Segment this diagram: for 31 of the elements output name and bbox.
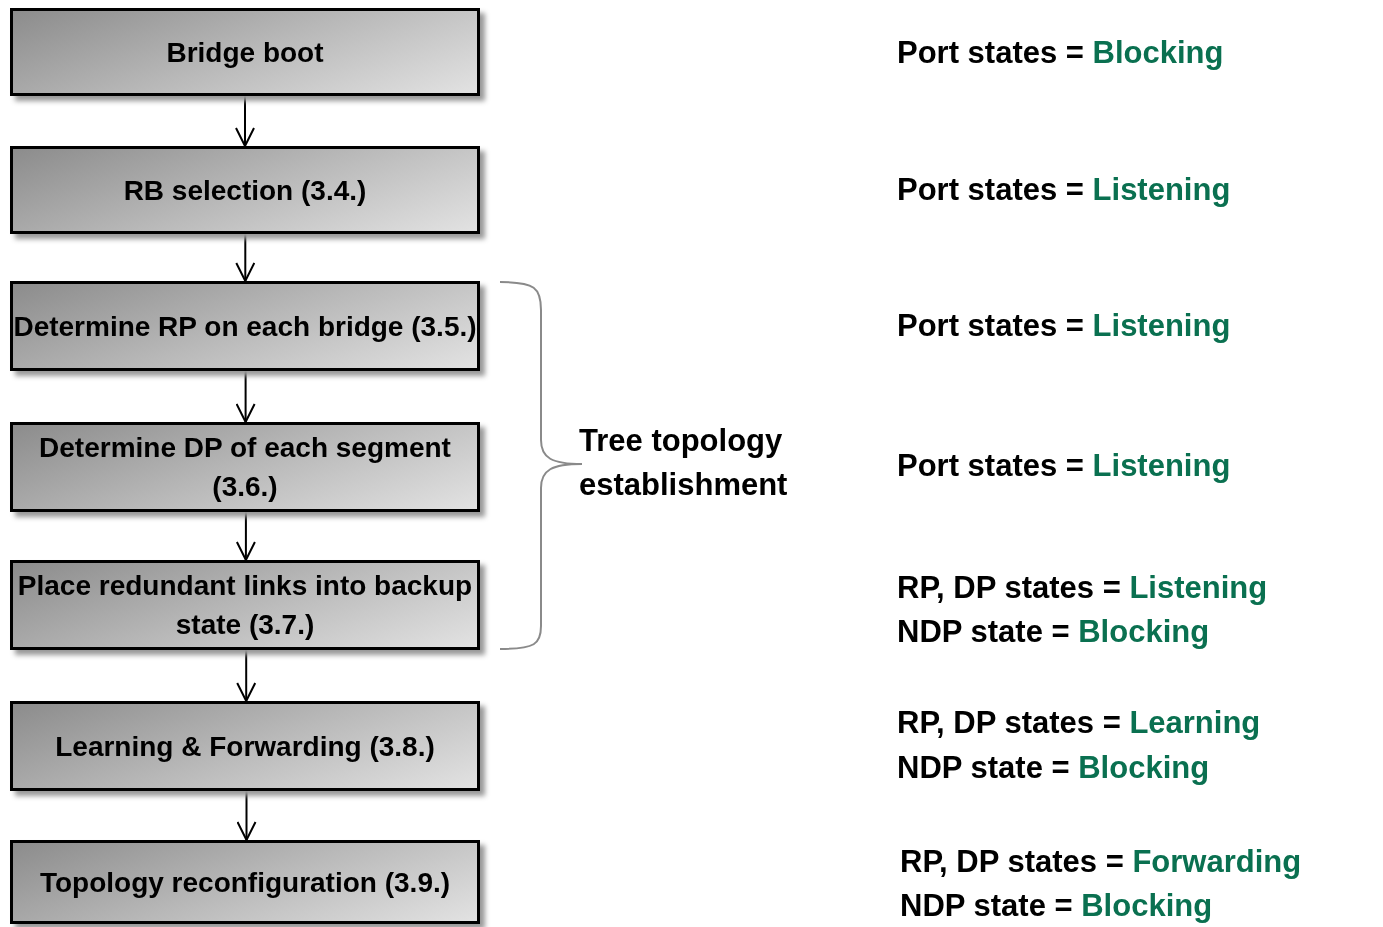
port-state-text: NDP state = Blocking: [897, 749, 1210, 787]
bracket-label: Tree topology establishment: [579, 422, 789, 504]
arrow: [235, 95, 255, 147]
port-state-text: NDP state = Blocking: [900, 887, 1213, 925]
box-label: RB selection (3.4.): [123, 173, 367, 208]
process-box: [10, 146, 480, 234]
box-label: Topology reconfiguration (3.9.): [39, 865, 451, 900]
port-state-text: NDP state = Blocking: [897, 613, 1210, 651]
process-box: [10, 281, 480, 371]
box-label: Determine RP on each bridge (3.5.): [13, 309, 477, 344]
port-state-text: RP, DP states = Forwarding: [900, 843, 1302, 881]
port-state-text: RP, DP states = Listening: [897, 569, 1268, 607]
arrow: [235, 233, 256, 282]
arrow: [236, 649, 257, 702]
box-label: Determine DP of each segment (3.6.): [38, 431, 452, 504]
box-label: Bridge boot: [166, 35, 324, 70]
box-label: Place redundant links into backup state (3.7.): [16, 569, 474, 642]
arrow: [236, 790, 257, 841]
process-box: [10, 840, 480, 924]
port-state-text: Port states = Listening: [897, 307, 1231, 345]
port-state-text: Port states = Listening: [897, 171, 1231, 209]
process-box: [10, 701, 480, 791]
port-state-text: Port states = Listening: [897, 447, 1231, 485]
port-state-text: RP, DP states = Learning: [897, 704, 1261, 742]
arrow: [235, 370, 256, 423]
port-state-text: Port states = Blocking: [897, 34, 1224, 72]
box-label: Learning & Forwarding (3.8.): [55, 729, 435, 764]
process-box: [10, 560, 480, 650]
process-box: [10, 422, 480, 512]
arrow: [235, 511, 256, 561]
process-box: [10, 8, 480, 96]
